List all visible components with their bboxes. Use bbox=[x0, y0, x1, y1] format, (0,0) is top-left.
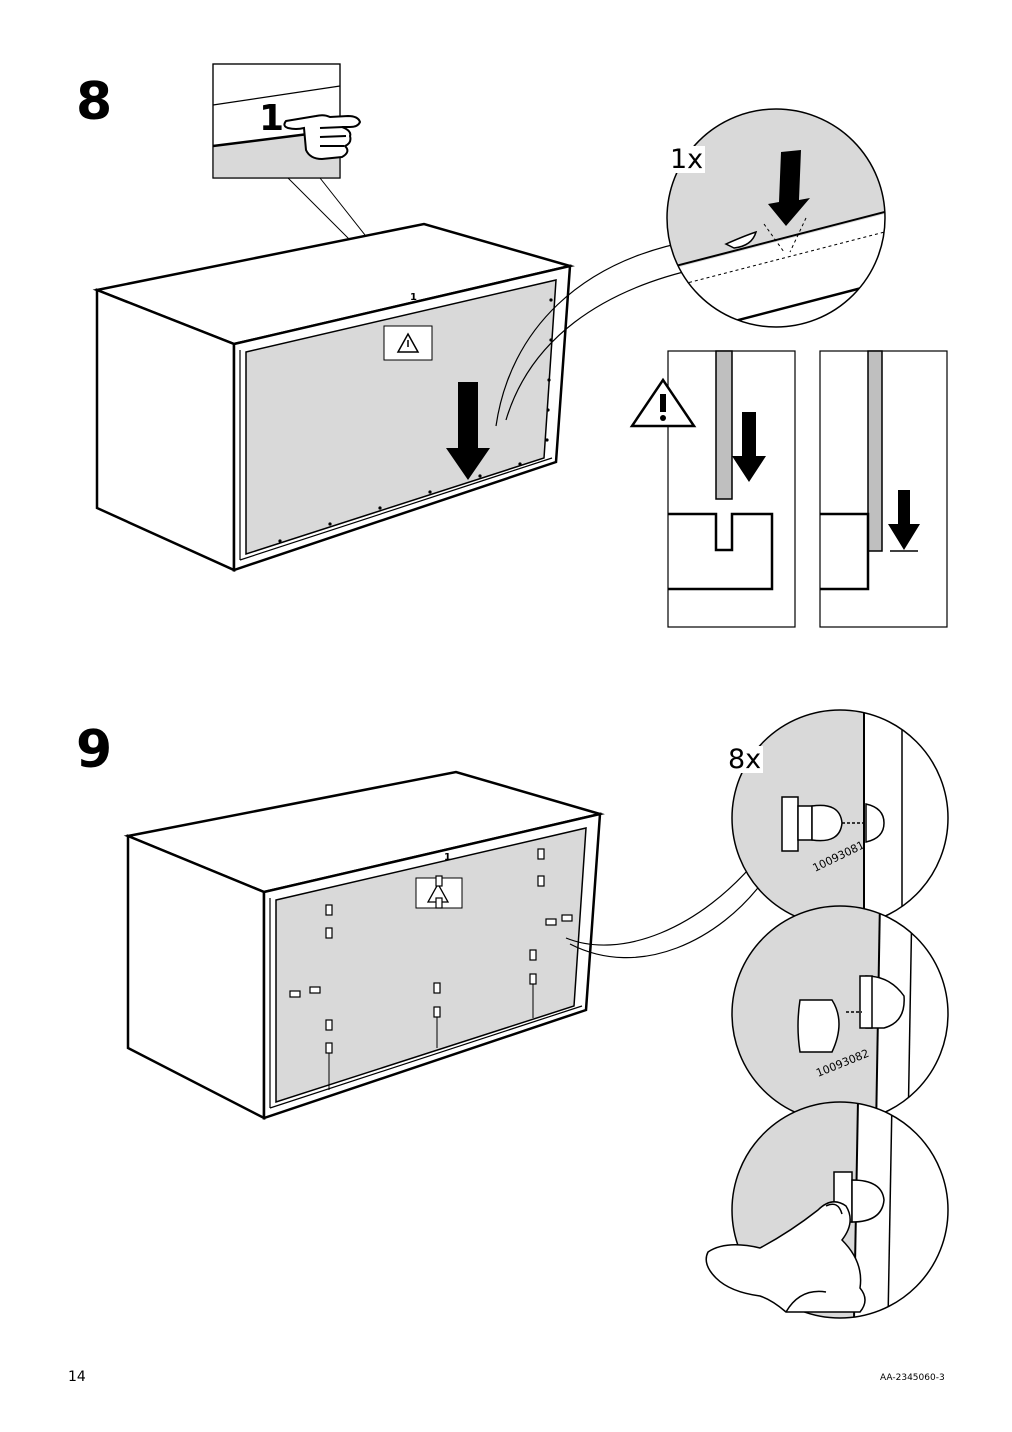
callout-marker-1: 1 bbox=[259, 98, 284, 139]
down-arrow-icon bbox=[446, 382, 490, 480]
round-detail-9b: 10093082 bbox=[731, 905, 949, 1123]
detail-box-correct bbox=[819, 350, 948, 628]
cabinet-marker-1: 1 bbox=[410, 292, 417, 303]
cam-lock-icon bbox=[797, 975, 905, 1053]
pointing-hand-icon bbox=[283, 114, 362, 161]
step-9-number: 9 bbox=[76, 720, 113, 780]
panel-warning-label-icon bbox=[396, 332, 420, 353]
cabinet-step-9: 1 bbox=[123, 770, 605, 1121]
connector-fitting-icon bbox=[289, 848, 573, 1054]
hand-pressing-icon bbox=[705, 1201, 866, 1313]
step-9-quantity: 8x bbox=[726, 744, 764, 775]
page-number: 14 bbox=[68, 1369, 86, 1385]
round-detail-step-8 bbox=[666, 108, 886, 328]
detail-box-incorrect bbox=[667, 350, 796, 628]
round-detail-9c bbox=[705, 1101, 949, 1319]
cam-fitting-icon bbox=[781, 796, 885, 852]
step-8-quantity: 1x bbox=[668, 144, 706, 175]
document-code: AA-2345060-3 bbox=[880, 1373, 945, 1383]
cabinet-step-8: 1 bbox=[92, 222, 575, 572]
round-detail-9a: 10093081 bbox=[731, 709, 949, 927]
step-8-number: 8 bbox=[76, 72, 113, 132]
cabinet-marker-1-step-9: 1 bbox=[444, 852, 451, 863]
warning-triangle-icon bbox=[629, 377, 697, 428]
detail-callout-box: 1 bbox=[212, 63, 411, 293]
